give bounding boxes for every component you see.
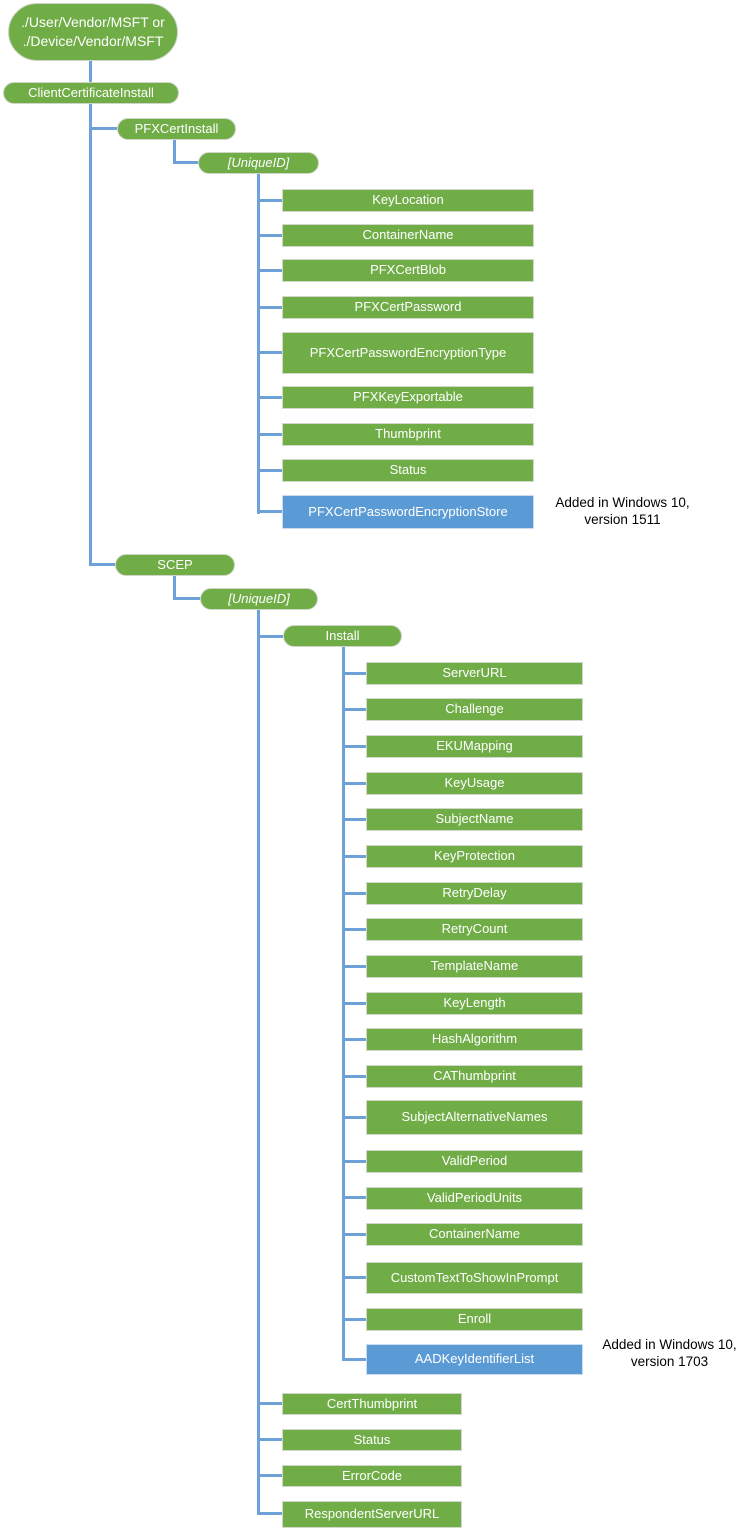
node-pfx-pfxkeyexportable: PFXKeyExportable [282, 386, 534, 409]
node-pfx-uniqueid: [UniqueID] [198, 152, 319, 174]
node-install-validperiod: ValidPeriod [366, 1150, 583, 1173]
connector-stub [342, 1358, 366, 1361]
connector-stub [342, 1233, 366, 1236]
connector-stub [342, 1196, 366, 1199]
connector-stub-pfx-uniqueid [173, 161, 199, 164]
node-pfx-pfxcertpasswordencryptiontype: PFXCertPasswordEncryptionType [282, 332, 534, 374]
connector-cci-trunk [89, 104, 92, 566]
connector-pfx-drop [173, 140, 176, 164]
connector-stub [257, 1474, 282, 1477]
connector-stub [257, 1438, 282, 1441]
node-root: ./User/Vendor/MSFT or ./Device/Vendor/MS… [8, 3, 178, 61]
node-pfx-keylocation: KeyLocation [282, 189, 534, 212]
node-install: Install [283, 625, 402, 647]
connector-stub [342, 928, 366, 931]
connector-stub [257, 269, 282, 272]
connector-stub [257, 433, 282, 436]
node-clientcertificateinstall: ClientCertificateInstall [3, 82, 179, 104]
annotation-added-windows10-1511: Added in Windows 10, version 1511 [555, 495, 690, 527]
node-install-containername: ContainerName [366, 1223, 583, 1246]
node-install-cathumbprint: CAThumbprint [366, 1065, 583, 1088]
connector-stub [257, 396, 282, 399]
connector-stub [342, 818, 366, 821]
connector-stub [257, 469, 282, 472]
connector-stub [257, 306, 282, 309]
annotation-added-windows10-1703: Added in Windows 10, version 1703 [602, 1337, 737, 1369]
node-install-hashalgorithm: HashAlgorithm [366, 1028, 583, 1051]
node-scep: SCEP [115, 554, 235, 576]
node-install-challenge: Challenge [366, 698, 583, 721]
connector-stub [342, 1116, 366, 1119]
node-install-serverurl: ServerURL [366, 662, 583, 685]
connector-stub [342, 672, 366, 675]
node-scep-respondentserverurl: RespondentServerURL [282, 1501, 462, 1528]
connector-stub [342, 1075, 366, 1078]
node-scep-errorcode: ErrorCode [282, 1465, 462, 1487]
node-install-keyprotection: KeyProtection [366, 845, 583, 868]
connector-stub [257, 510, 282, 513]
connector-stub [342, 1038, 366, 1041]
connector-stub-scep [89, 563, 116, 566]
connector-stub-install [257, 635, 283, 638]
node-pfx-containername: ContainerName [282, 224, 534, 247]
node-install-retrydelay: RetryDelay [366, 882, 583, 905]
connector-stub [257, 199, 282, 202]
connector-stub [342, 1002, 366, 1005]
node-pfx-pfxcertpasswordencryptionstore: PFXCertPasswordEncryptionStore [282, 495, 534, 529]
connector-stub-pfxcertinstall [89, 127, 117, 130]
node-install-enroll: Enroll [366, 1308, 583, 1331]
connector-stub [342, 965, 366, 968]
node-scep-certthumbprint: CertThumbprint [282, 1393, 462, 1415]
node-install-subjectalternativenames: SubjectAlternativeNames [366, 1100, 583, 1135]
connector-stub [342, 782, 366, 785]
node-install-validperiodunits: ValidPeriodUnits [366, 1187, 583, 1210]
node-install-ekumapping: EKUMapping [366, 735, 583, 758]
connector-stub [342, 855, 366, 858]
node-install-customtexttoshowinprompt: CustomTextToShowInPrompt [366, 1262, 583, 1294]
connector-stub [342, 1160, 366, 1163]
node-pfx-pfxcertpassword: PFXCertPassword [282, 296, 534, 319]
connector-scep-uniqueid-trunk [257, 610, 260, 1515]
node-pfx-pfxcertblob: PFXCertBlob [282, 259, 534, 282]
connector-scep-drop [173, 576, 176, 600]
node-pfx-status: Status [282, 459, 534, 482]
connector-pfx-uniqueid-trunk [257, 174, 260, 514]
node-install-subjectname: SubjectName [366, 808, 583, 831]
connector-stub [257, 1512, 282, 1515]
connector-stub [257, 234, 282, 237]
node-pfx-thumbprint: Thumbprint [282, 423, 534, 446]
connector-stub [342, 1318, 366, 1321]
node-install-templatename: TemplateName [366, 955, 583, 978]
node-scep-uniqueid: [UniqueID] [200, 588, 318, 610]
node-scep-status: Status [282, 1429, 462, 1451]
connector-stub [342, 708, 366, 711]
connector-stub-scep-uniqueid [173, 597, 200, 600]
node-pfxcertinstall: PFXCertInstall [117, 118, 236, 140]
node-install-keyusage: KeyUsage [366, 772, 583, 795]
connector-stub [257, 351, 282, 354]
node-install-aadkeyidentifierlist: AADKeyIdentifierList [366, 1344, 583, 1375]
connector-stub [257, 1402, 282, 1405]
connector-stub [342, 1276, 366, 1279]
node-install-keylength: KeyLength [366, 992, 583, 1015]
connector-root-drop [89, 61, 92, 82]
connector-stub [342, 892, 366, 895]
connector-stub [342, 745, 366, 748]
node-install-retrycount: RetryCount [366, 918, 583, 941]
